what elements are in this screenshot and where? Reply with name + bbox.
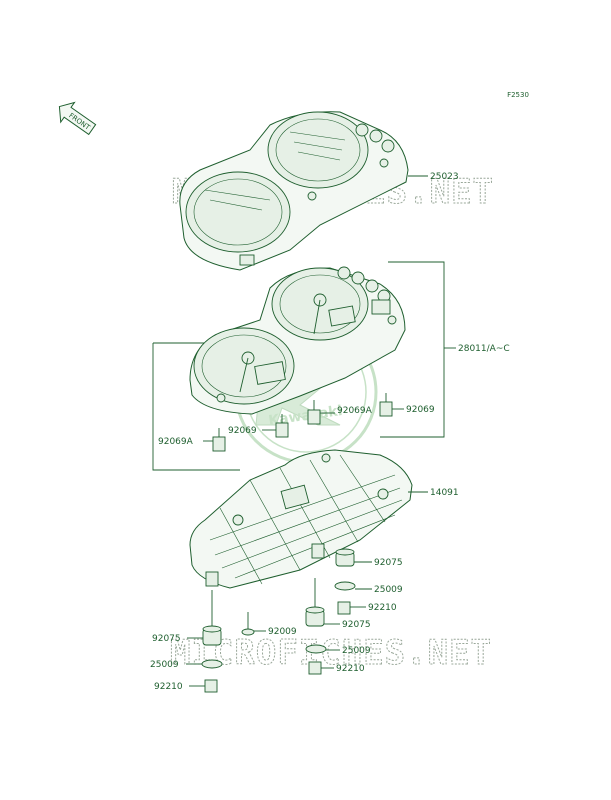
washer-25009-right (334, 581, 356, 591)
label-28011: 28011/A~C (458, 344, 510, 354)
nut-92210-right (337, 601, 351, 615)
label-92210-left: 92210 (154, 682, 183, 692)
figure-code: F2530 (507, 91, 529, 99)
meter-assembly (189, 266, 406, 415)
nut-92069a-left (212, 428, 226, 452)
meter-cover (179, 111, 409, 271)
watermark-bottom: MICROFICHES.NET (170, 633, 492, 673)
label-92210-center: 92210 (336, 664, 365, 674)
nut-92210-center (308, 661, 322, 675)
label-25009-center: 25009 (342, 646, 371, 656)
label-92210-right: 92210 (368, 603, 397, 613)
grommet-92075-right (335, 548, 355, 567)
meter-case (189, 449, 413, 589)
label-14091: 14091 (430, 488, 459, 498)
washer-25009-left (201, 659, 223, 669)
label-25009-right: 25009 (374, 585, 403, 595)
label-92069a-left: 92069A (158, 437, 194, 447)
label-92069-center: 92069 (228, 426, 257, 436)
label-25009-left: 25009 (150, 660, 179, 670)
label-92075-right: 92075 (374, 558, 403, 568)
label-25023: 25023 (430, 172, 459, 182)
nut-92210-left (204, 679, 218, 693)
label-92069-right: 92069 (406, 405, 435, 415)
bracket-left (152, 343, 240, 471)
washer-25009-center (305, 644, 327, 654)
nut-92069a-right (307, 400, 321, 425)
grommet-92075-left (202, 625, 222, 646)
label-92009: 92009 (268, 627, 297, 637)
label-92075-left: 92075 (152, 634, 181, 644)
nut-92069-right (379, 393, 393, 417)
bracket-right (380, 261, 445, 438)
nut-92069-center (275, 414, 289, 438)
screw-92009 (241, 612, 255, 636)
grommet-92075-center (305, 606, 325, 627)
front-arrow-icon: FRONT (58, 101, 97, 136)
label-92075-center: 92075 (342, 620, 371, 630)
label-92069a-right: 92069A (337, 406, 373, 416)
